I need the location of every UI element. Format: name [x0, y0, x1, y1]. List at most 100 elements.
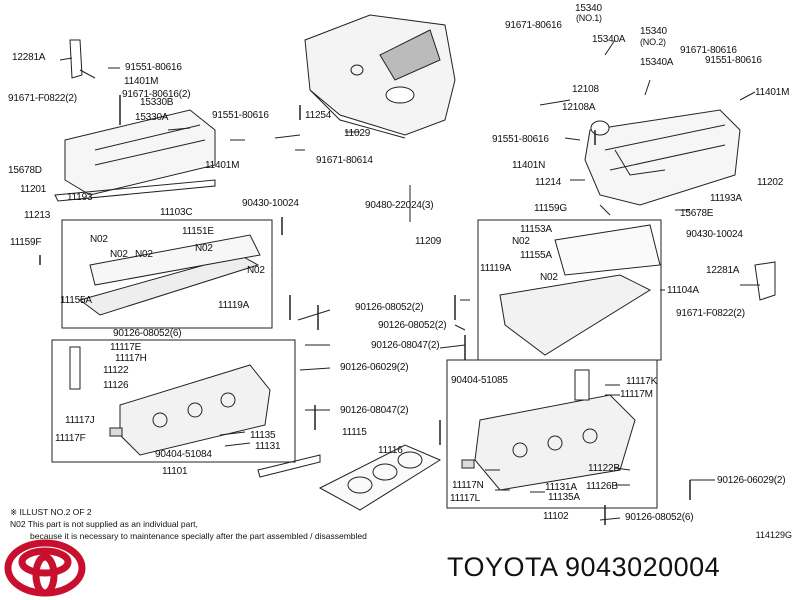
part-label: 11131 — [255, 441, 281, 452]
left-head-cover-drawing — [54, 109, 216, 202]
part-label: 11117E — [110, 342, 142, 353]
part-label: 11214 — [535, 177, 562, 188]
part-label: 90126-08047(2) — [340, 405, 409, 416]
part-label: 15678D — [8, 165, 42, 176]
part-label: 91551-80616 — [492, 134, 549, 145]
part-label: 11117J — [65, 415, 95, 426]
part-label: 11193 — [67, 192, 93, 203]
part-label: 90126-06029(2) — [717, 475, 786, 486]
part-label: 12281A — [12, 52, 46, 63]
part-label: 11117K — [626, 376, 658, 387]
part-label: 90126-08052(6) — [625, 512, 694, 523]
part-label: 15340A — [640, 57, 674, 68]
part-label: 91671-80616 — [680, 45, 737, 56]
part-label: 15330A — [135, 112, 169, 123]
part-label: 11401M — [205, 160, 240, 171]
part-label: (NO.2) — [640, 37, 666, 47]
part-label: 11135A — [548, 492, 580, 503]
right-cylinder-head-box — [446, 359, 658, 509]
right-head-cover-drawing — [584, 109, 741, 206]
part-label: 11116 — [378, 445, 403, 456]
head-gasket-drawing — [257, 444, 442, 511]
part-label: 90126-08052(2) — [378, 320, 447, 331]
part-label: 90480-22024(3) — [365, 200, 434, 211]
left-cylinder-head-drawing — [69, 346, 271, 456]
part-label: 11104A — [667, 285, 699, 296]
part-label: 11153A — [520, 224, 552, 235]
part-label: 11119A — [480, 263, 512, 274]
part-label: 11117F — [55, 433, 86, 444]
part-label: 15340 — [640, 26, 667, 37]
part-label: 15340 — [575, 3, 602, 14]
right-engine-hanger-drawing — [754, 261, 776, 301]
left-cylinder-head-box — [51, 339, 296, 463]
part-label: 11193A — [710, 193, 742, 204]
part-label: 11122B — [588, 463, 620, 474]
part-label: 11115 — [342, 427, 367, 438]
part-label: N02 — [90, 234, 108, 245]
part-label: 11159F — [10, 237, 42, 248]
part-label: N02 — [195, 243, 213, 254]
left-camshaft-housing-drawing — [78, 234, 261, 316]
part-label: 11159G — [534, 203, 567, 214]
part-label: 11213 — [24, 210, 51, 221]
part-label: 91671-80616 — [505, 20, 562, 31]
part-label: 90430-10024 — [242, 198, 299, 209]
brand-part-number: TOYOTA 9043020004 — [447, 552, 721, 582]
part-label: 91551-80616 — [705, 55, 762, 66]
illustration-note: ※ ILLUST NO.2 OF 2 — [10, 507, 92, 517]
part-label: 11122 — [103, 365, 129, 376]
part-label: 11119A — [218, 300, 250, 311]
part-label: 91551-80616 — [212, 110, 269, 121]
part-label: 11126B — [586, 481, 618, 492]
part-label: 90126-08052(6) — [113, 328, 182, 339]
part-label: 11102 — [543, 511, 569, 522]
part-label: 11117H — [115, 353, 147, 364]
part-label: 91671-80614 — [316, 155, 373, 166]
part-label: 11117M — [620, 389, 653, 400]
part-label: 11401M — [124, 76, 159, 87]
part-label: 15330B — [140, 97, 174, 108]
part-label: 90126-06029(2) — [340, 362, 409, 373]
part-label: 12281A — [706, 265, 740, 276]
part-label: 11135 — [250, 430, 276, 441]
part-label: 91671-80616(2) — [122, 89, 191, 100]
diagram-reference-code: 114129G — [755, 530, 792, 540]
part-label: 11117N — [452, 480, 484, 491]
part-label: 90126-08047(2) — [371, 340, 440, 351]
left-engine-hanger-drawing — [69, 39, 83, 79]
part-label: 11131A — [545, 482, 577, 493]
part-label: 11126 — [103, 380, 129, 391]
part-label: 91551-80616 — [125, 62, 182, 73]
part-label: N02 — [247, 265, 265, 276]
n02-note-line1: N02 This part is not supplied as an indi… — [10, 519, 198, 529]
part-label: N02 — [512, 236, 530, 247]
toyota-logo — [4, 539, 86, 597]
part-label: 11254 — [305, 110, 332, 121]
part-label: 11101 — [162, 466, 188, 477]
part-label: 12108A — [562, 102, 596, 113]
part-label: 15678E — [680, 208, 714, 219]
part-label: 11151E — [182, 226, 214, 237]
part-label: N02 — [135, 249, 153, 260]
part-label: 91671-F0822(2) — [676, 308, 745, 319]
part-label: 11155A — [60, 295, 92, 306]
part-label: 11209 — [415, 236, 442, 247]
part-label: 11029 — [344, 128, 371, 139]
part-label: 11401M — [755, 87, 790, 98]
n02-note-line2: because it is necessary to maintenance s… — [30, 531, 367, 541]
part-label: 90430-10024 — [686, 229, 743, 240]
part-label: N02 — [540, 272, 558, 283]
left-camshaft-box — [61, 219, 273, 329]
part-label: 11117L — [450, 493, 480, 504]
part-label: 12108 — [572, 84, 599, 95]
part-label: 11401N — [512, 160, 546, 171]
right-camshaft-housing-drawing — [499, 224, 661, 356]
part-label: 91671-F0822(2) — [8, 93, 77, 104]
engine-cover-drawing — [304, 14, 456, 139]
part-label: 90404-51085 — [451, 375, 508, 386]
part-label: (NO.1) — [576, 13, 602, 23]
part-label: 11202 — [757, 177, 784, 188]
